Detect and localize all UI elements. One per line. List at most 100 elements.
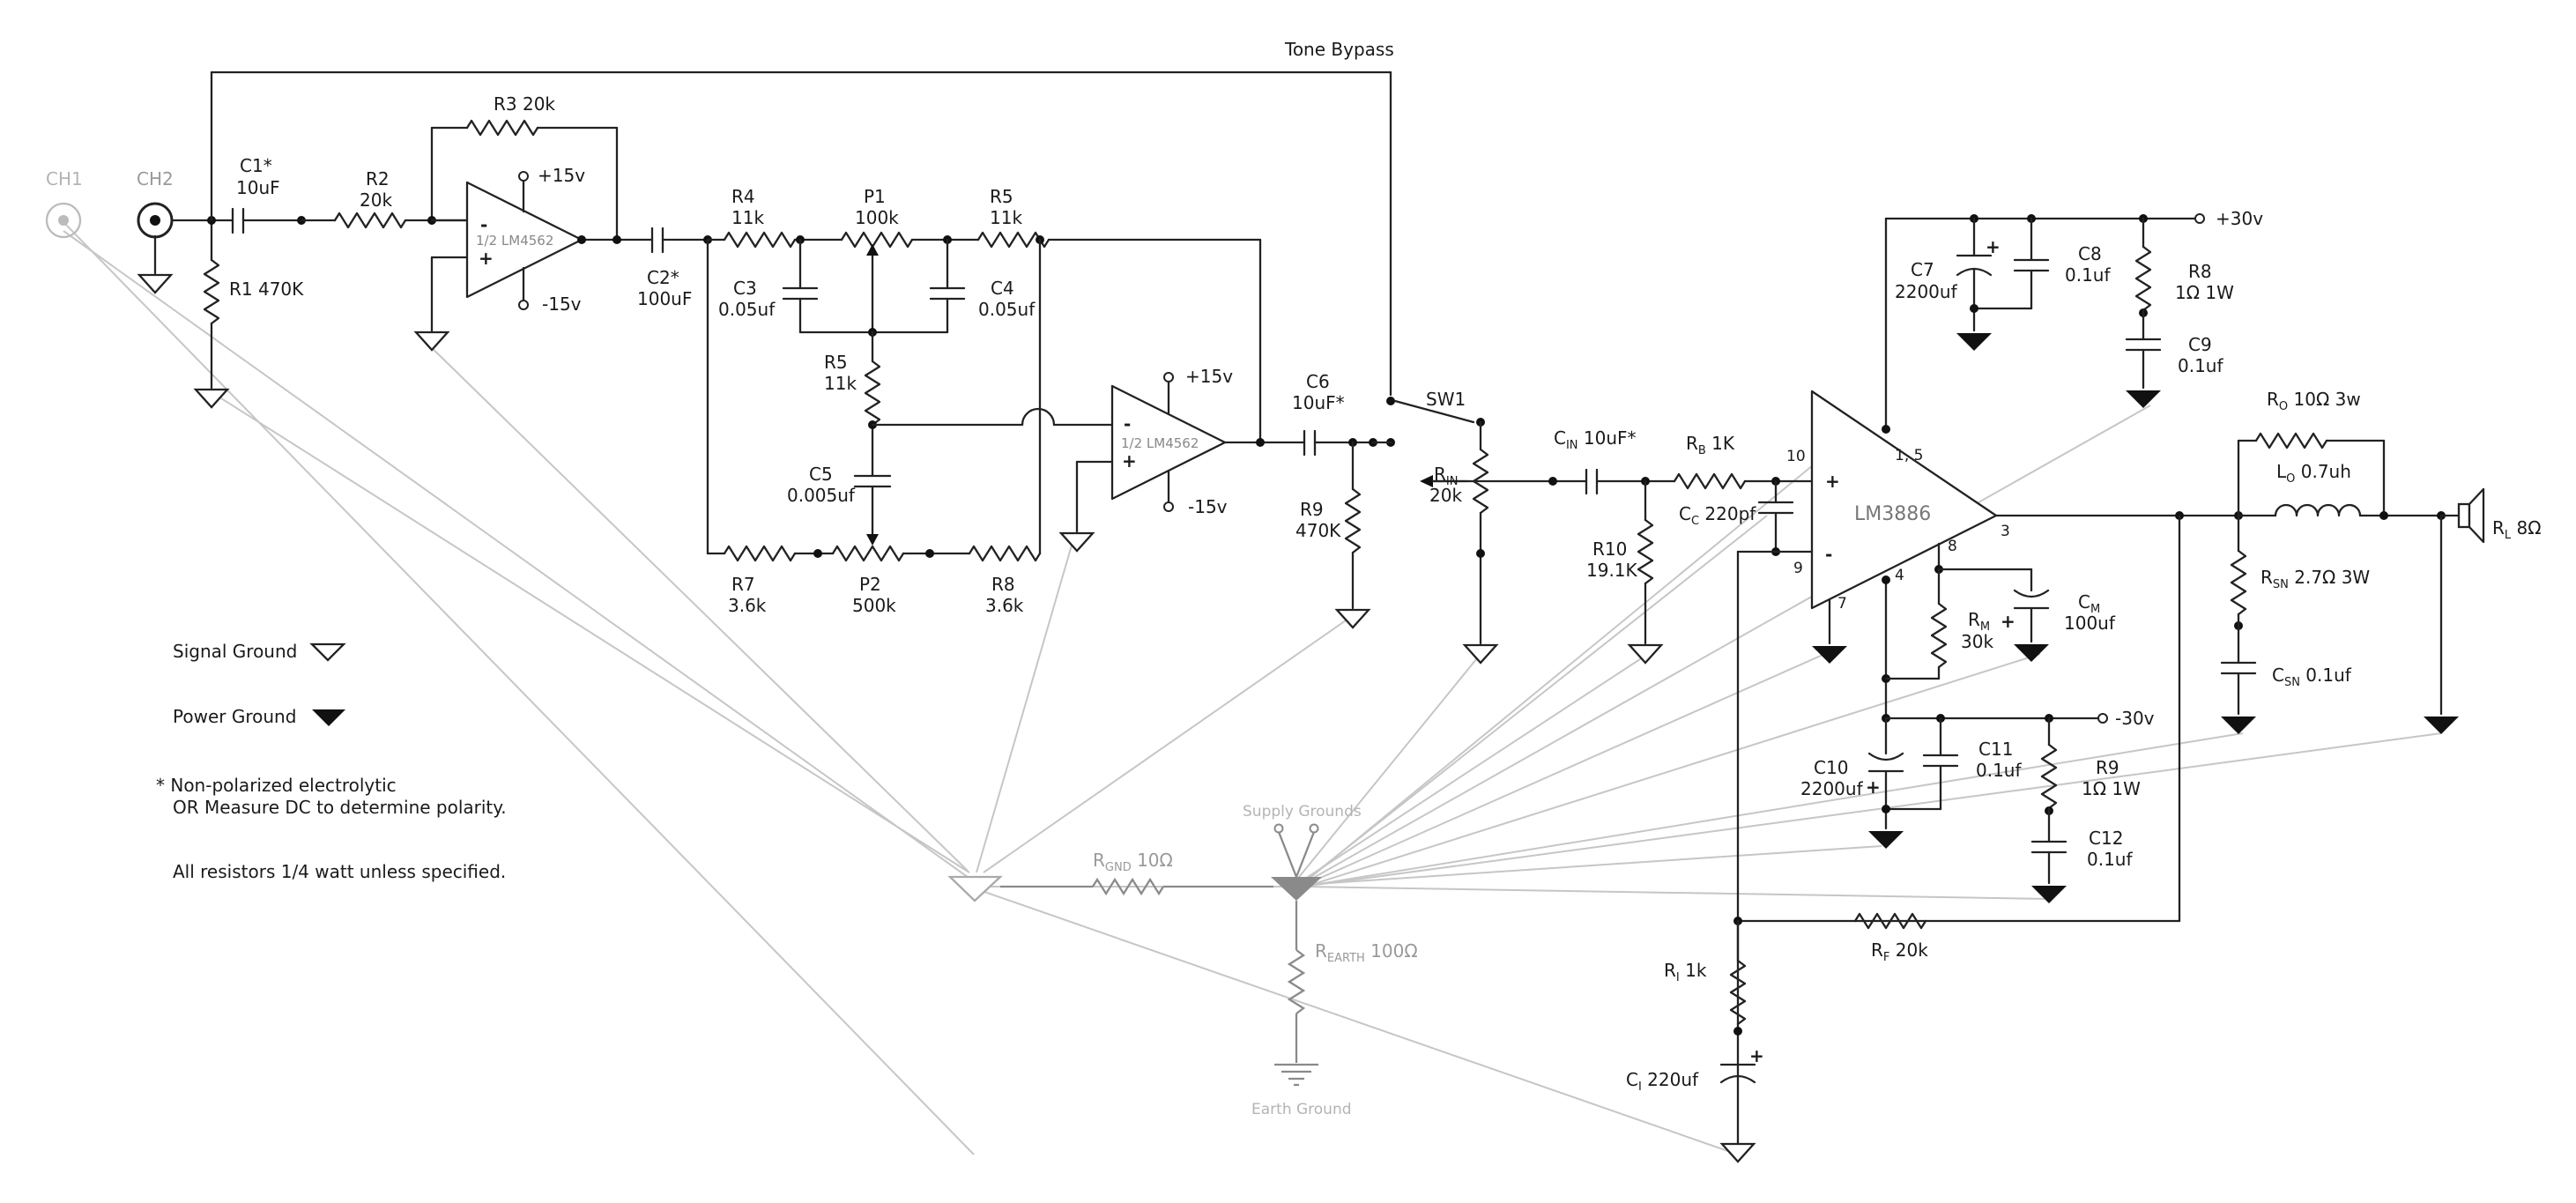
csn-c: C <box>2272 665 2284 686</box>
supply-ground-symbol <box>1271 877 1322 901</box>
c11-value: 0.1uf <box>1976 760 2022 781</box>
speaker-icon <box>2457 502 2471 529</box>
rearth-value: 100Ω <box>1365 940 1418 962</box>
rf-r: R <box>1871 939 1883 961</box>
rearth-sub: EARTH <box>1327 952 1365 965</box>
r9p-value: 1Ω 1W <box>2082 778 2141 799</box>
cm-c: C <box>2078 591 2090 613</box>
p1-potentiometer <box>840 231 914 249</box>
pin-7: 7 <box>1837 595 1847 613</box>
r3-label: R3 20k <box>494 93 555 115</box>
ri-sub: I <box>1676 971 1680 984</box>
svg-text:REARTH 100Ω: REARTH 100Ω <box>1315 940 1418 965</box>
c10-name: C10 <box>1814 757 1848 778</box>
c4-value: 0.05uf <box>978 299 1036 320</box>
r8p-name: R8 <box>2188 261 2212 282</box>
rgnd-value: 10Ω <box>1132 850 1173 871</box>
legend: Signal Ground Power Ground * Non-polariz… <box>156 641 507 882</box>
svg-text:CSN 0.1uf: CSN 0.1uf <box>2272 665 2352 689</box>
r8p-value: 1Ω 1W <box>2175 282 2234 303</box>
r9-value: 470K <box>1295 520 1341 541</box>
neg30-rail: -30v <box>2115 708 2155 729</box>
cc-value: 220pf <box>1699 503 1756 524</box>
r8-value: 3.6k <box>985 595 1024 616</box>
lo-l: L <box>2276 461 2287 482</box>
c10-value: 2200uf <box>1800 778 1864 799</box>
svg-text:RGND 10Ω: RGND 10Ω <box>1093 850 1173 874</box>
svg-text:-: - <box>480 214 487 235</box>
rin-r: R <box>1434 464 1446 485</box>
svg-text:CI 220uf: CI 220uf <box>1626 1069 1699 1094</box>
neg-input-sign: - <box>1825 544 1832 565</box>
r5b-name: R5 <box>824 352 848 373</box>
c3-value: 0.05uf <box>718 299 776 320</box>
ch1-jack <box>45 202 82 239</box>
opamp1-pos-rail: +15v <box>538 165 585 186</box>
signal-ground-icon <box>309 642 346 662</box>
rearth-r: R <box>1315 940 1327 962</box>
star-ground-hub <box>947 823 1322 1087</box>
rb-sub: B <box>1698 444 1706 457</box>
ro-r: R <box>2267 389 2279 410</box>
c11-name: C11 <box>1978 739 2013 760</box>
rsn-value: 2.7Ω 3W <box>2289 567 2371 588</box>
c8-name: C8 <box>2078 243 2102 264</box>
power-ground-legend: Power Ground <box>173 706 296 727</box>
supply-grounds-label: Supply Grounds <box>1243 803 1362 821</box>
p1-name: P1 <box>864 186 886 207</box>
lm3886-label: LM3886 <box>1854 503 1931 525</box>
svg-text:+: + <box>2001 611 2016 632</box>
ro-value: 10Ω 3w <box>2288 389 2361 410</box>
sw1-label: SW1 <box>1426 389 1466 410</box>
ro-sub: O <box>2279 400 2288 413</box>
c8-value: 0.1uf <box>2065 264 2111 286</box>
svg-text:+: + <box>1986 236 2001 257</box>
rm-value: 30k <box>1961 631 1993 652</box>
svg-text:+: + <box>1749 1045 1764 1066</box>
c9-value: 0.1uf <box>2178 355 2223 376</box>
opamp2-label: 1/2 LM4562 <box>1121 435 1199 451</box>
r4-value: 11k <box>731 207 764 228</box>
rsn-resistor <box>2230 549 2247 616</box>
rm-r: R <box>1968 609 1980 630</box>
r9-power-resistor <box>2040 743 2058 810</box>
rm-sub: M <box>1980 620 1990 634</box>
csn-sub: SN <box>2284 676 2300 689</box>
cin-sub: IN <box>1566 439 1578 452</box>
rin-sub: IN <box>1446 475 1459 488</box>
r5b-value: 11k <box>824 373 857 394</box>
pin-9: 9 <box>1793 560 1803 577</box>
c5-name: C5 <box>809 464 833 485</box>
svg-text:CC 220pf: CC 220pf <box>1679 503 1756 528</box>
ci-sub: I <box>1638 1080 1642 1094</box>
cc-sub: C <box>1691 515 1699 528</box>
rsn-r: R <box>2260 567 2273 588</box>
r1-resistor <box>203 258 220 325</box>
lo-sub: O <box>2286 472 2295 486</box>
tone-stack <box>703 231 1262 562</box>
svg-text:CM: CM <box>2078 591 2100 616</box>
cm-sub: M <box>2090 603 2100 616</box>
cm-value: 100uf <box>2064 613 2116 634</box>
c3-name: C3 <box>733 278 757 299</box>
cin-value: 10uF* <box>1578 427 1637 449</box>
rgnd-r: R <box>1093 850 1105 871</box>
opamp1-label: 1/2 LM4562 <box>476 233 553 249</box>
c7-value: 2200uf <box>1895 281 1958 302</box>
labels: Tone Bypass CH1 CH2 C1* 10uF R2 20k R1 4… <box>46 39 2542 1118</box>
cc-c: C <box>1679 503 1691 524</box>
svg-text:RL 8Ω: RL 8Ω <box>2492 517 2542 542</box>
svg-text:RM: RM <box>1968 609 1990 634</box>
svg-text:RI 1k: RI 1k <box>1664 960 1707 984</box>
svg-text:LO 0.7uh: LO 0.7uh <box>2276 461 2351 486</box>
r5-name: R5 <box>990 186 1013 207</box>
r9-resistor <box>1344 487 1362 554</box>
c1-name: C1* <box>240 155 272 176</box>
note-measure-dc: OR Measure DC to determine polarity. <box>173 797 507 818</box>
svg-text:CIN 10uF*: CIN 10uF* <box>1554 427 1637 452</box>
opamp2-neg-rail: -15v <box>1188 496 1228 517</box>
ri-r: R <box>1664 960 1676 981</box>
svg-text:RB 1K: RB 1K <box>1686 433 1735 457</box>
c12-value: 0.1uf <box>2087 849 2133 870</box>
